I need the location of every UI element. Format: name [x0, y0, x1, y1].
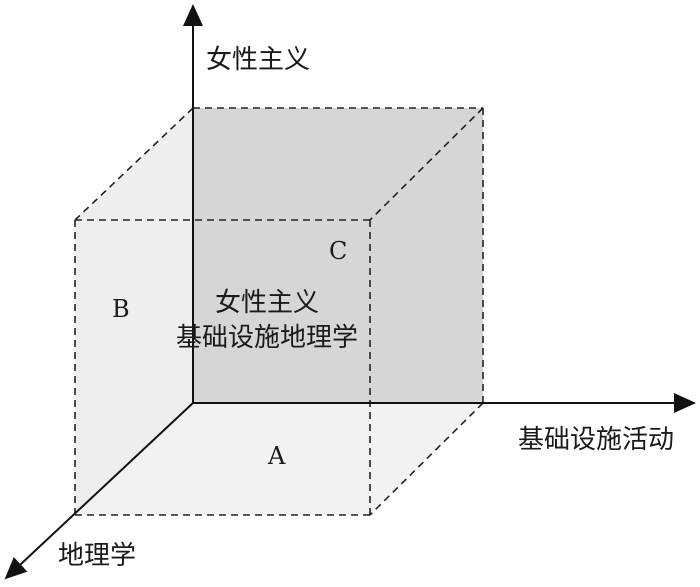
- left-face-b: [75, 108, 193, 515]
- edge-bottom-right-diag: [369, 402, 484, 516]
- depth-axis-label: 地理学: [58, 541, 136, 571]
- center-label-line2: 基础设施地理学: [176, 323, 358, 353]
- back-face-c: [193, 108, 483, 403]
- edge-top-left-diag: [74, 107, 194, 221]
- center-label-line1: 女性主义: [215, 288, 319, 318]
- cube-edges: [74, 107, 484, 516]
- region-label-b: B: [112, 295, 130, 323]
- depth-axis-arrow: [4, 402, 194, 580]
- bottom-face-a: [75, 403, 483, 515]
- edge-top-right-diag: [369, 107, 484, 221]
- horizontal-axis-label: 基础设施活动: [518, 425, 674, 455]
- vertical-axis-label: 女性主义: [206, 45, 310, 75]
- region-label-a: A: [267, 442, 286, 470]
- region-label-c: C: [329, 237, 347, 265]
